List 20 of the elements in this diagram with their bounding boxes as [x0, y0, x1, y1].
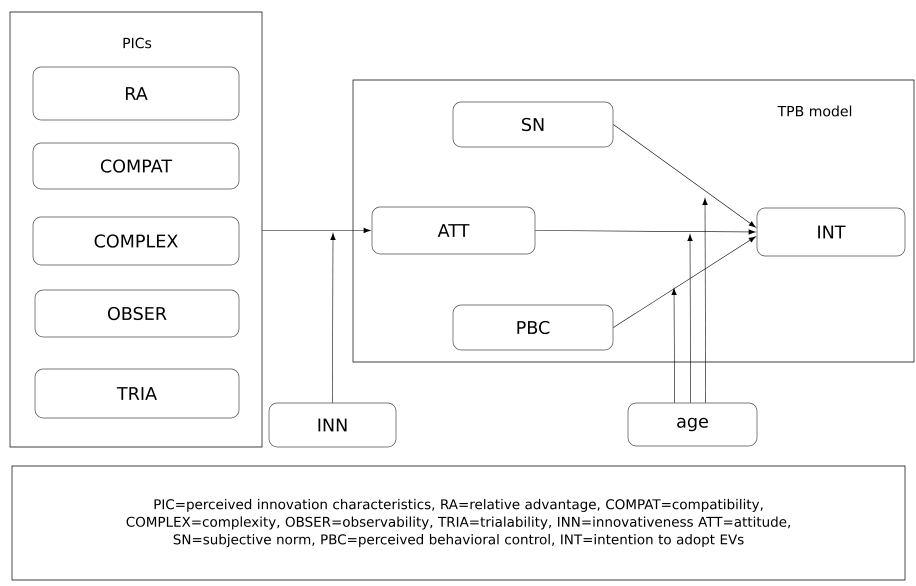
arrow	[687, 234, 693, 403]
legend-box: PIC=perceived innovation characteristics, RA=relative advantage, COMPAT=compatibility, COMPLEX=complexity, OBSER=observability, TRIA=trialability, INN=innovativeness ATT=attitude, SN=subjective norm, PBC=perceived behavioral control, INT=intention to adopt EVs	[12, 466, 906, 580]
rounded-box: INT	[756, 208, 906, 256]
rounded-box: COMPLEX	[32, 216, 240, 266]
rounded-box: INN	[268, 402, 396, 448]
arrow	[671, 288, 677, 403]
rounded-box: RA	[32, 66, 240, 120]
rounded-box: PBC	[452, 304, 614, 350]
rounded-box: TRIA	[34, 368, 240, 418]
rounded-box: age	[628, 402, 758, 446]
rounded-box: SN	[452, 102, 614, 148]
arrow	[613, 236, 756, 328]
rounded-box: ATT	[372, 206, 536, 254]
arrow	[613, 124, 756, 228]
arrow	[702, 198, 708, 403]
rounded-box: OBSER	[34, 290, 240, 338]
arrow	[262, 228, 371, 234]
arrow	[535, 229, 756, 235]
arrow	[330, 232, 336, 403]
rounded-box: COMPAT	[32, 142, 240, 190]
